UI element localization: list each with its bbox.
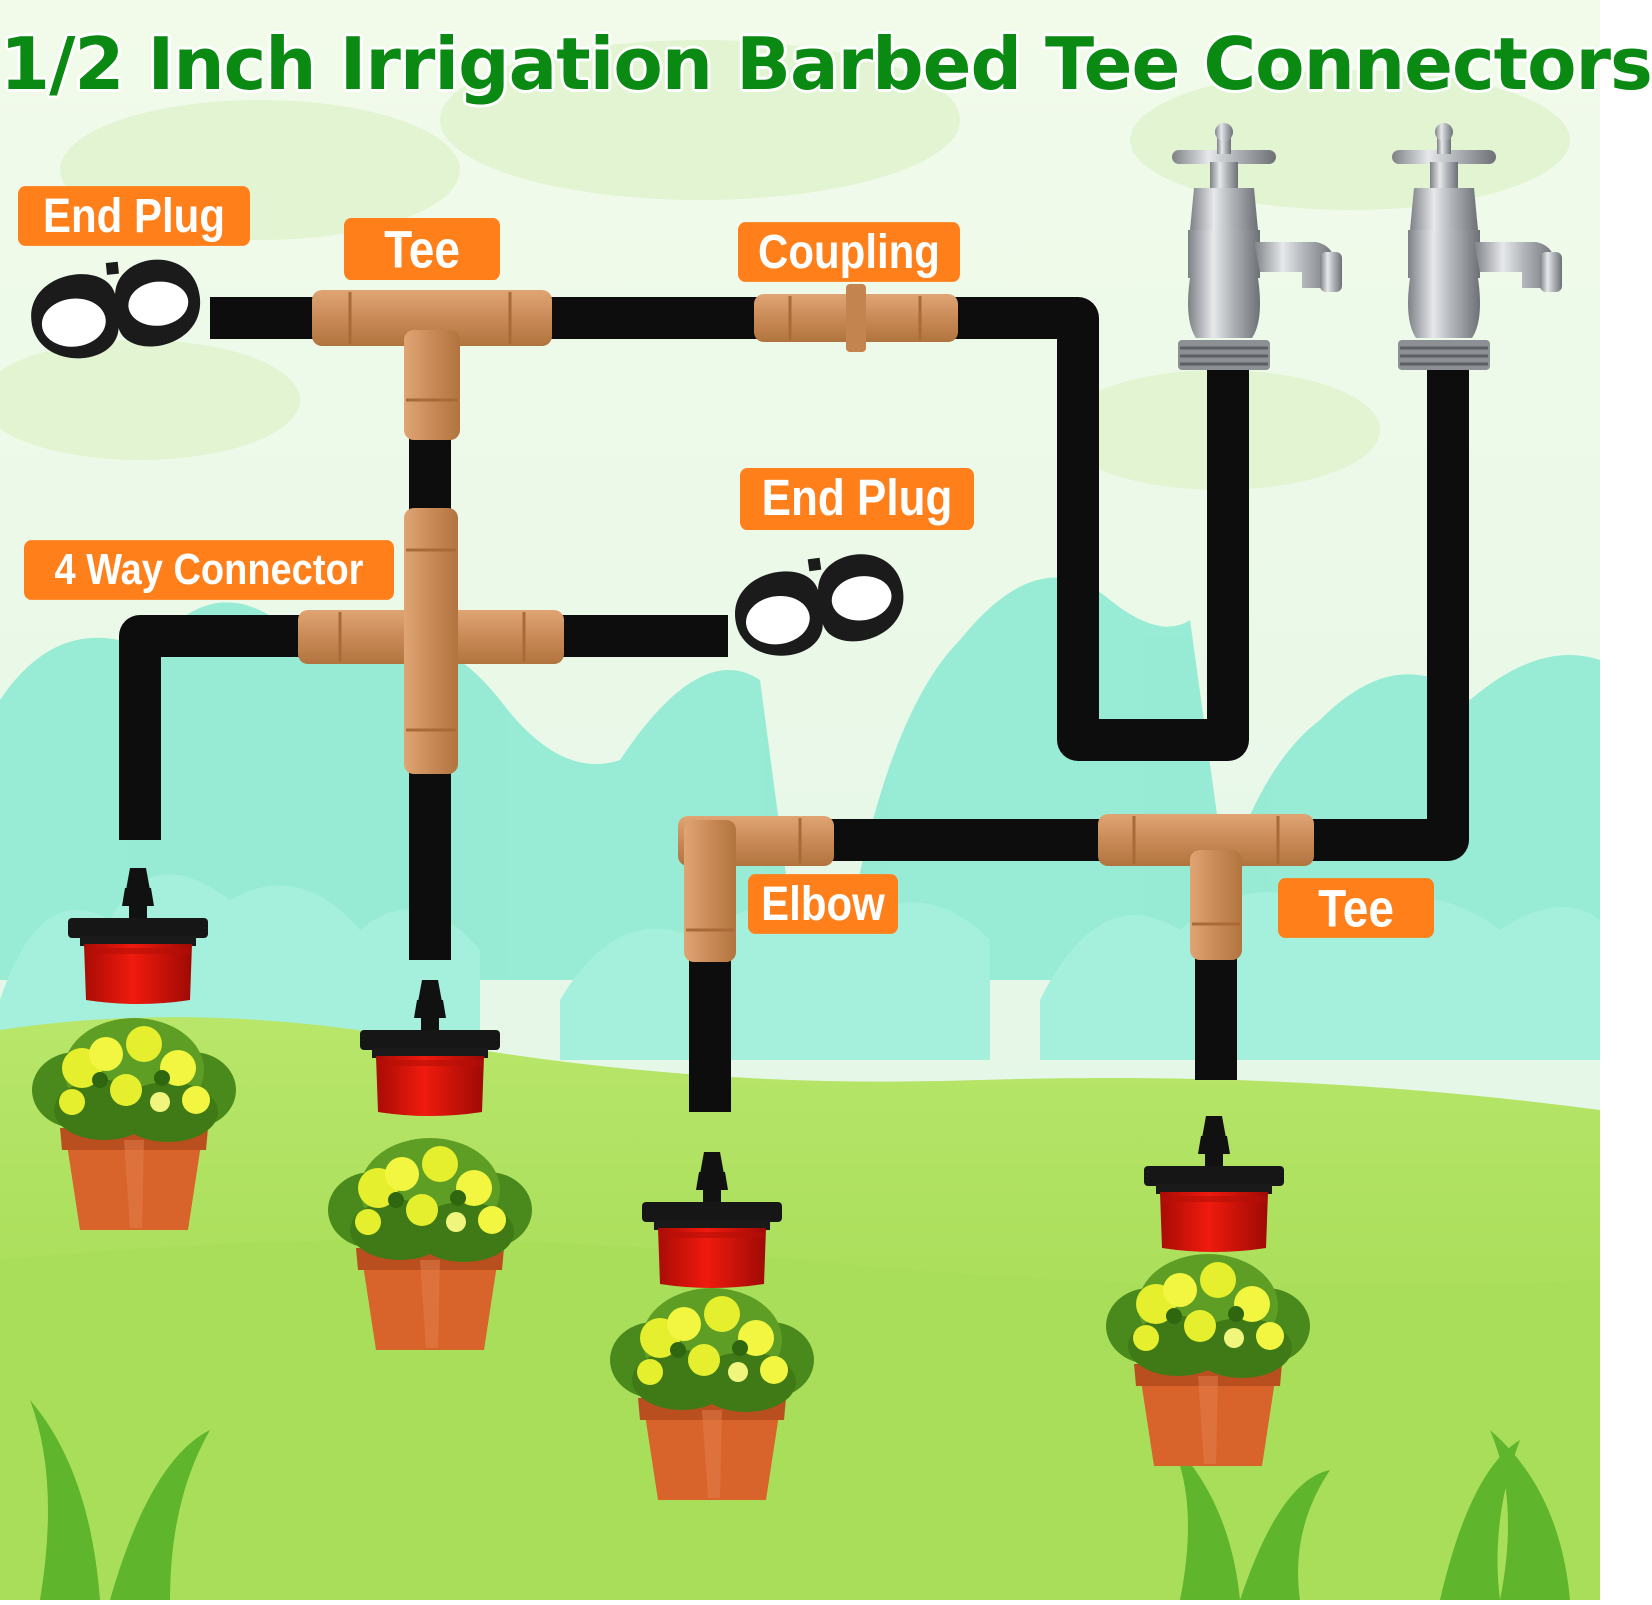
grass-blades [30,1400,1570,1600]
label-end-plug-top: End Plug [18,186,250,246]
elbow-fitting [678,816,834,962]
tubing-network [119,297,1469,1112]
page-title: 1/2 Inch Irrigation Barbed Tee Connector… [0,22,1652,106]
tube-tee-to-faucet [1310,368,1469,861]
background-hills [0,577,1600,980]
four-way-fitting [298,508,564,774]
label-tee-top: Tee [344,217,500,281]
tube-coupling-to-loop [954,297,1249,761]
label-coupling: Coupling [738,222,960,282]
background-bushes [0,874,1600,1060]
coupling-fitting [754,284,958,352]
label-end-plug-middle: End Plug [740,467,974,531]
label-four-way-connector: 4 Way Connector [24,540,394,600]
tee-fitting-bottom [1098,814,1314,960]
label-elbow: Elbow [748,874,898,934]
label-tee-bottom: Tee [1278,878,1434,938]
grass-patch [0,1240,1600,1600]
tee-fitting-top [312,290,552,440]
tube-4way-to-left-emitter [119,615,300,840]
